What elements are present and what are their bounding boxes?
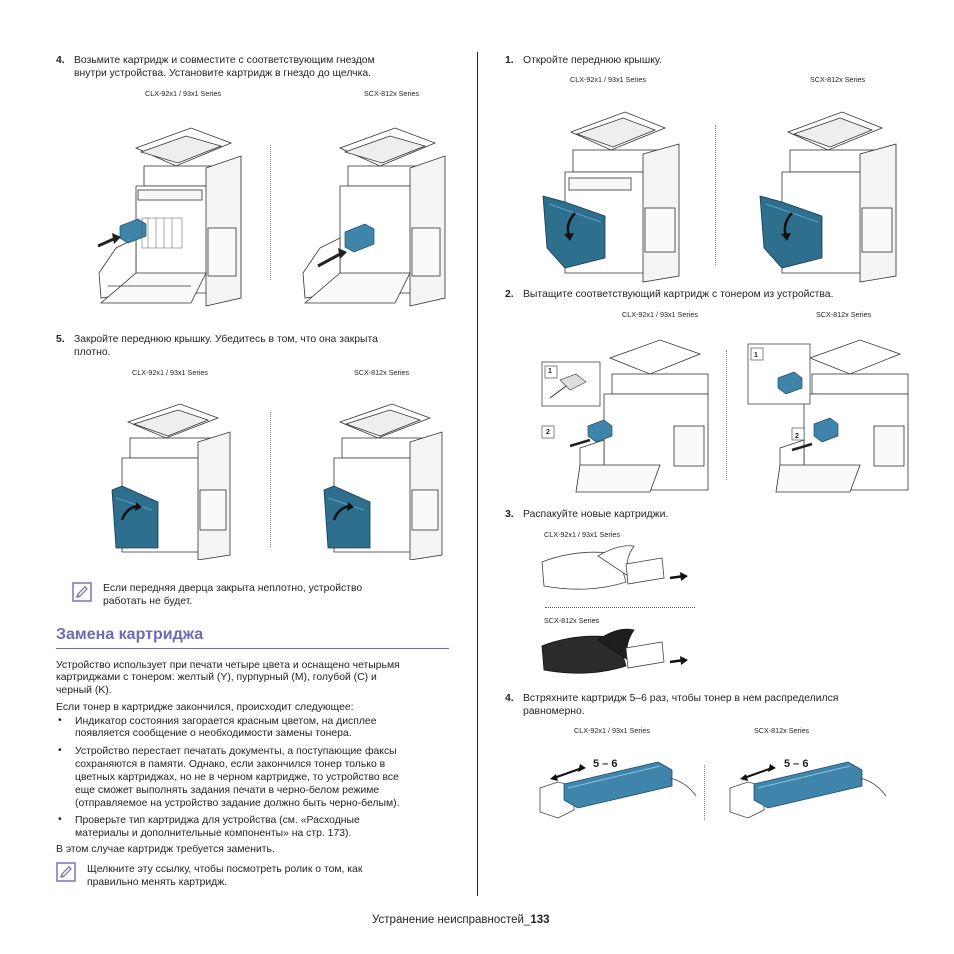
model-caption: SCX-812x Series [754, 726, 810, 735]
step-badge: 1 [754, 352, 758, 359]
model-caption: CLX-92x1 / 93x1 Series [574, 726, 650, 735]
step-number: 4. [56, 55, 65, 66]
step-badge: 1 [548, 368, 552, 375]
paragraph: Если тонер в картридже закончился, проис… [56, 702, 354, 713]
page-footer: Устранение неисправностей_133 [372, 914, 550, 926]
bullet-text: Устройство перестает печатать документы,… [75, 746, 397, 757]
printer-open-door-illustration [752, 98, 902, 283]
divider [270, 412, 271, 547]
paragraph: черный (K). [56, 685, 112, 696]
bullet: • [58, 715, 62, 726]
step-badge: 2 [795, 433, 799, 440]
printer-open-door-illustration [535, 98, 685, 283]
video-link-text[interactable]: Щелкните эту ссылку, чтобы посмотреть ро… [87, 864, 363, 875]
step-number: 5. [56, 334, 65, 345]
model-caption: CLX-92x1 / 93x1 Series [622, 310, 698, 319]
model-caption: CLX-92x1 / 93x1 Series [570, 75, 646, 84]
shake-cartridge-illustration [538, 748, 698, 828]
printer-insert-cartridge-illustration [96, 108, 246, 308]
printer-close-door-illustration [100, 390, 240, 560]
step-text: Возьмите картридж и совместите с соответ… [74, 55, 375, 66]
step-text: Вытащите соответствующий картридж с тоне… [523, 289, 834, 300]
paragraph: Устройство использует при печати четыре … [56, 660, 400, 671]
model-caption: CLX-92x1 / 93x1 Series [145, 89, 221, 98]
divider [726, 350, 727, 480]
footer-label: Устранение неисправностей_ [372, 914, 531, 926]
model-caption: CLX-92x1 / 93x1 Series [132, 368, 208, 377]
bullet-link-text[interactable]: материалы и дополнительные компоненты» н… [75, 828, 352, 839]
bullet-text: (отправляемое на устройство задание долж… [75, 798, 400, 809]
bullet-text: цветных картриджах, но не в черном картр… [75, 772, 399, 783]
bullet-text: появляется сообщение о необходимости зам… [75, 728, 352, 739]
step-text: равномерно. [523, 706, 585, 717]
bullet-text: Проверьте тип картриджа для устройства (… [75, 815, 360, 826]
step-text: плотно. [74, 347, 111, 358]
model-caption: SCX-812x Series [354, 368, 410, 377]
bullet-text: сохраняются в памяти. Однако, если закон… [75, 759, 386, 770]
unpack-cartridge-illustration [538, 542, 688, 600]
note-pencil-icon [56, 862, 76, 882]
step-badge: 2 [546, 429, 550, 436]
step-text: Откройте переднюю крышку. [523, 55, 662, 66]
step-text: Встряхните картридж 5–6 раз, чтобы тонер… [523, 693, 839, 704]
step-number: 3. [505, 509, 514, 520]
section-title: Замена картриджа [56, 626, 204, 643]
note-text: работать не будет. [103, 596, 193, 607]
note-pencil-icon [72, 582, 92, 602]
bullet-text: еще сможет выполнять задания печати в че… [75, 785, 380, 796]
divider [715, 125, 716, 265]
divider [270, 145, 271, 280]
model-caption: SCX-812x Series [364, 89, 420, 98]
shake-count-label: 5 – 6 [784, 758, 809, 770]
step-text: внутри устройства. Установите картридж в… [74, 68, 372, 79]
model-caption: SCX-812x Series [816, 310, 872, 319]
column-divider [477, 52, 478, 896]
printer-remove-cartridge-illustration [740, 330, 912, 495]
video-link-text[interactable]: правильно менять картридж. [87, 877, 228, 888]
paragraph: В этом случае картридж требуется заменит… [56, 844, 275, 855]
paragraph: картриджами с тонером: желтый (Y), пурпу… [56, 672, 377, 683]
divider [704, 765, 705, 820]
step-number: 1. [505, 55, 514, 66]
shake-cartridge-illustration [728, 748, 888, 828]
step-number: 4. [505, 693, 514, 704]
step-text: Закройте переднюю крышку. Убедитесь в то… [74, 334, 378, 345]
printer-insert-cartridge-illustration [300, 108, 450, 308]
model-caption: SCX-812x Series [544, 616, 600, 625]
model-caption: SCX-812x Series [810, 75, 866, 84]
section-rule [56, 648, 449, 649]
model-caption: CLX-92x1 / 93x1 Series [544, 530, 620, 539]
unpack-cartridge-illustration [538, 624, 688, 682]
printer-remove-cartridge-illustration [540, 330, 712, 495]
divider [545, 607, 695, 608]
bullet: • [58, 745, 62, 756]
printer-close-door-illustration [312, 390, 452, 560]
note-text: Если передняя дверца закрыта неплотно, у… [103, 583, 363, 594]
step-text: Распакуйте новые картриджи. [523, 509, 669, 520]
bullet: • [58, 814, 62, 825]
bullet-text: Индикатор состояния загорается красным ц… [75, 716, 377, 727]
shake-count-label: 5 – 6 [593, 758, 618, 770]
page-number: 133 [530, 914, 550, 926]
step-number: 2. [505, 289, 514, 300]
